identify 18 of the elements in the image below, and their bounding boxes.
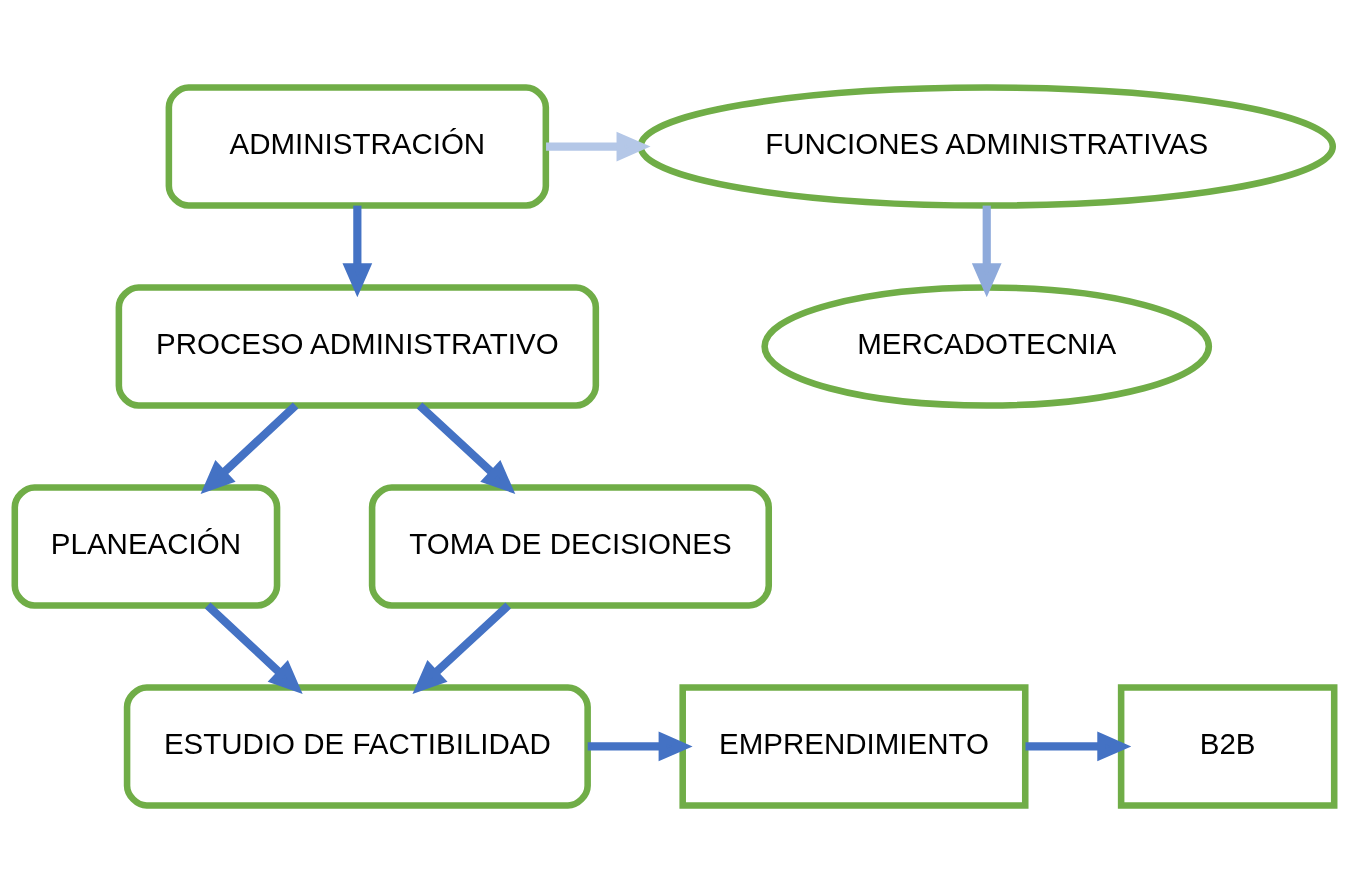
node-box: B2B	[1117, 683, 1338, 809]
node-box: PLANEACIÓN	[11, 483, 281, 609]
arrow	[200, 402, 299, 494]
node-box: PROCESO ADMINISTRATIVO	[115, 283, 600, 409]
arrow	[587, 731, 693, 761]
node-box: EMPRENDIMIENTO	[679, 683, 1029, 809]
arrow	[416, 402, 516, 494]
arrow	[204, 602, 303, 694]
arrow	[412, 602, 511, 694]
arrow	[1025, 731, 1132, 761]
arrow	[546, 131, 651, 161]
node-box: TOMA DE DECISIONES	[368, 483, 772, 609]
node-ellipse: MERCADOTECNIA	[761, 283, 1213, 409]
node-box: ADMINISTRACIÓN	[165, 83, 550, 209]
node-ellipse: FUNCIONES ADMINISTRATIVAS	[637, 83, 1337, 209]
node-box: ESTUDIO DE FACTIBILIDAD	[123, 683, 591, 809]
arrow	[342, 205, 373, 297]
arrow	[971, 205, 1002, 297]
